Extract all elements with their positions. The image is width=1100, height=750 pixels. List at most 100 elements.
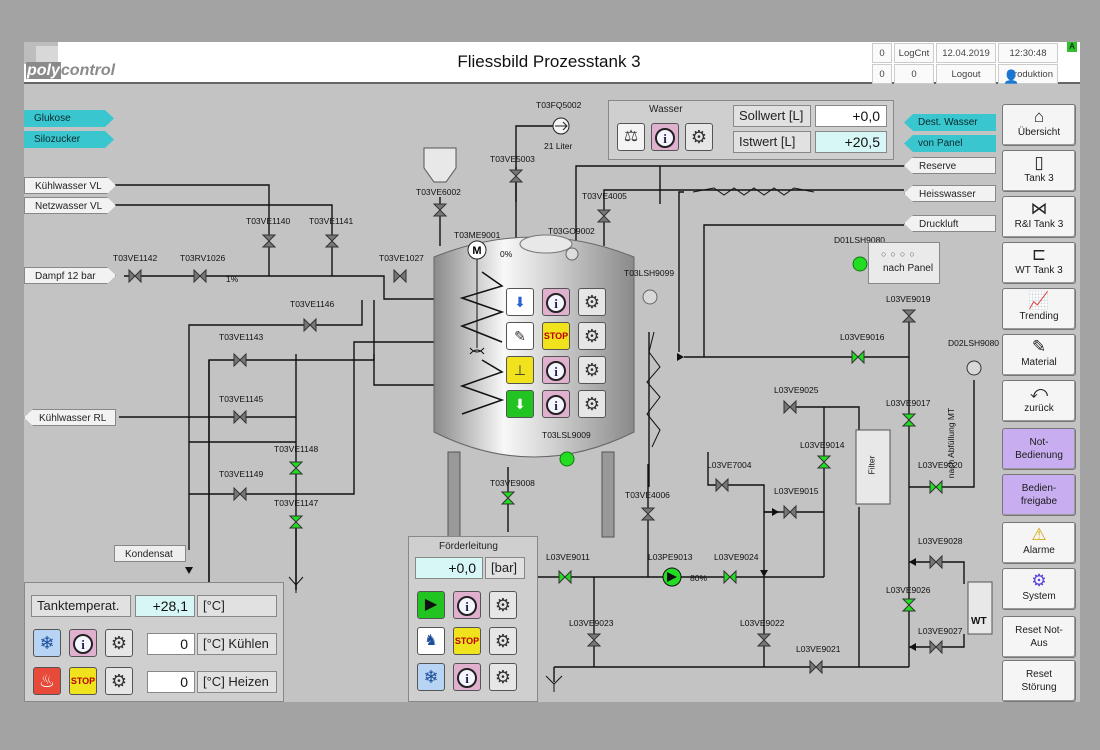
nav-button-12[interactable]: Reset Störung — [1002, 660, 1076, 702]
tag-t03ve1149: T03VE1149 — [219, 469, 264, 479]
foerder-info-icon-1[interactable]: i — [453, 591, 481, 619]
tag-t03ve1027: T03VE1027 — [379, 253, 424, 263]
tag-l03ve7004: L03VE7004 — [707, 460, 752, 470]
input-heisswasser[interactable]: Heisswasser — [904, 185, 996, 202]
output-kuehlwasser-rl[interactable]: Kühlwasser RL — [24, 409, 116, 426]
cooling-setpoint[interactable]: 0 — [147, 633, 195, 655]
input-von-panel[interactable]: von Panel — [904, 135, 996, 152]
tag-l03ve9014: L03VE9014 — [800, 440, 845, 450]
panel-connector-pins: ○○○○ — [881, 249, 919, 259]
cooling-info-icon[interactable]: i — [69, 629, 97, 657]
wasser-panel-title: Wasser — [649, 104, 683, 115]
tag-t03ve1146: T03VE1146 — [290, 299, 335, 309]
input-kuehlwasser-vl[interactable]: Kühlwasser VL — [24, 177, 116, 194]
output-kondensat[interactable]: Kondensat — [114, 545, 186, 562]
heating-unit-label: [°C] Heizen — [197, 671, 277, 693]
input-dest-wasser[interactable]: Dest. Wasser — [904, 114, 996, 131]
foerder-info-icon-2[interactable]: i — [453, 663, 481, 691]
nav-button-10[interactable]: ⚙System — [1002, 568, 1076, 610]
brand-wordmark: polycontrol — [26, 62, 115, 80]
heat-exchanger-icon: ⊏ — [1031, 245, 1047, 264]
nav-button-11[interactable]: Reset Not-Aus — [1002, 616, 1076, 658]
input-glukose[interactable]: Glukose — [24, 110, 114, 127]
tank-gear-icon-2[interactable]: ⚙ — [578, 322, 606, 350]
scale-icon[interactable]: ⚖ — [617, 123, 645, 151]
page-title: Fliessbild Prozesstank 3 — [457, 52, 641, 71]
nav-label: WT Tank 3 — [1015, 265, 1063, 276]
sollwert-input[interactable]: +0,0 — [815, 105, 887, 127]
cooling-icon[interactable]: ❄ — [33, 629, 61, 657]
brand-logo: polycontrol — [24, 42, 116, 82]
pump-speed: 80% — [690, 573, 708, 583]
nav-button-4[interactable]: 📈Trending — [1002, 288, 1076, 330]
nav-button-1[interactable]: ▯Tank 3 — [1002, 150, 1076, 192]
alarm-icon: ⚠ — [1031, 525, 1047, 544]
brand-prefix: poly — [26, 62, 61, 79]
nav-button-7[interactable]: Not-Bedienung — [1002, 428, 1076, 470]
tank-gear-icon-3[interactable]: ⚙ — [578, 356, 606, 384]
cooling-gear-icon[interactable]: ⚙ — [105, 629, 133, 657]
heating-setpoint[interactable]: 0 — [147, 671, 195, 693]
foerder-stop-icon[interactable]: STOP — [453, 627, 481, 655]
nav-label: Not-Bedienung — [1015, 437, 1063, 461]
tank-info-icon-2[interactable]: i — [542, 356, 570, 384]
wasser-gear-icon[interactable]: ⚙ — [685, 123, 713, 151]
wasser-info-icon[interactable]: i — [651, 123, 679, 151]
foerder-gear-icon-1[interactable]: ⚙ — [489, 591, 517, 619]
agitator-icon[interactable]: ⊥ — [506, 356, 534, 384]
nav-button-5[interactable]: ✎Material — [1002, 334, 1076, 376]
logout-button[interactable]: Logout — [936, 64, 996, 84]
input-reserve[interactable]: Reserve — [904, 157, 996, 174]
flush-icon[interactable]: ♞ — [417, 627, 445, 655]
heating-gear-icon[interactable]: ⚙ — [105, 667, 133, 695]
pump-start-icon[interactable]: ▶ — [417, 591, 445, 619]
nav-button-0[interactable]: ⌂Übersicht — [1002, 104, 1076, 146]
filter-label: Filter — [866, 455, 877, 475]
tag-t03go9002: T03GO9002 — [548, 226, 595, 236]
tag-t03ve9008: T03VE9008 — [490, 478, 535, 488]
foerder-pressure-value: +0,0 — [415, 557, 483, 579]
date-display: 12.04.2019 — [936, 43, 996, 63]
fill-icon[interactable]: ⬇ — [506, 288, 534, 316]
input-dampf[interactable]: Dampf 12 bar — [24, 267, 116, 284]
tank-gear-icon-1[interactable]: ⚙ — [578, 288, 606, 316]
nav-button-2[interactable]: ⋈R&I Tank 3 — [1002, 196, 1076, 238]
nav-button-9[interactable]: ⚠Alarme — [1002, 522, 1076, 564]
foerder-gear-icon-3[interactable]: ⚙ — [489, 663, 517, 691]
nav-label: Übersicht — [1017, 127, 1061, 138]
input-netzwasser-vl[interactable]: Netzwasser VL — [24, 197, 116, 214]
tag-t03ve4006: T03VE4006 — [625, 490, 670, 500]
header-bar: polycontrol Fliessbild Prozesstank 3 0 L… — [24, 42, 1080, 84]
foerder-gear-icon-2[interactable]: ⚙ — [489, 627, 517, 655]
tag-t03ve6002: T03VE6002 — [416, 187, 461, 197]
tag-t03ve5003: T03VE5003 — [490, 154, 535, 164]
nav-button-8[interactable]: Bedien-freigabe — [1002, 474, 1076, 516]
drain-icon[interactable]: ⬇ — [506, 390, 534, 418]
foerder-cooling-icon[interactable]: ❄ — [417, 663, 445, 691]
heating-stop-icon[interactable]: STOP — [69, 667, 97, 695]
tank-gear-icon-4[interactable]: ⚙ — [578, 390, 606, 418]
input-silozucker[interactable]: Silozucker — [24, 131, 114, 148]
tag-t03ve4005: T03VE4005 — [582, 191, 627, 201]
tag-l03ve9021: L03VE9021 — [796, 644, 841, 654]
tag-d02lsh9080: D02LSH9080 — [948, 338, 1000, 348]
tag-t03fq5002: T03FQ5002 — [536, 100, 582, 110]
logo-graphic — [24, 42, 58, 64]
tank-info-icon-3[interactable]: i — [542, 390, 570, 418]
user-button[interactable]: 👤Produktion — [998, 64, 1058, 84]
nav-label: Trending — [1019, 311, 1059, 322]
nav-button-6[interactable]: ⤺zurück — [1002, 380, 1076, 422]
foerderleitung-panel: Förderleitung +0,0 [bar] ▶ i ⚙ ♞ STOP ⚙ … — [408, 536, 538, 702]
input-druckluft[interactable]: Druckluft — [904, 215, 996, 232]
nav-button-3[interactable]: ⊏WT Tank 3 — [1002, 242, 1076, 284]
nav-label: Tank 3 — [1024, 173, 1054, 184]
heating-icon[interactable]: ♨ — [33, 667, 61, 695]
tank-info-icon-1[interactable]: i — [542, 288, 570, 316]
tag-l03ve9022: L03VE9022 — [740, 618, 785, 628]
nav-label: Reset Störung — [1021, 669, 1057, 693]
back-icon: ⤺ — [1029, 383, 1049, 402]
stop-icon[interactable]: STOP — [542, 322, 570, 350]
foerder-pressure-unit: [bar] — [485, 557, 525, 579]
probe-icon[interactable]: ✎ — [506, 322, 534, 350]
tag-t03ve1140: T03VE1140 — [246, 216, 291, 226]
